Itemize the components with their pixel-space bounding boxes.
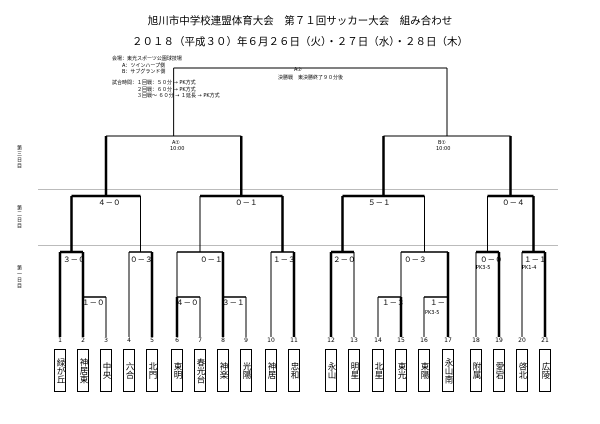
score-r1-1: １－０ [82, 298, 105, 307]
team-number: 8 [221, 337, 225, 344]
semi-court-b: B① [438, 140, 446, 146]
team-name: 緑が丘 [54, 349, 66, 392]
score-r1-5: １－ [430, 298, 445, 307]
team-name: 六合 [123, 349, 135, 392]
team-number: 7 [198, 337, 202, 344]
team-name: 神楽 [217, 349, 229, 392]
team-number: 1 [58, 337, 62, 344]
team-number: 20 [518, 337, 526, 344]
day-three-label: 第三日目 [16, 145, 22, 169]
team-name: 永山 [325, 349, 337, 392]
pk-r1-5: PK3-5 [425, 310, 440, 316]
score-r1-2: ４－０ [176, 298, 199, 307]
match-time-info: 試合時間：１回戦：５０分 → PK方式 ２回戦：６０分 → PK方式 ３回戦～ … [112, 80, 220, 99]
team-number: 16 [420, 337, 428, 344]
team-number: 6 [175, 337, 179, 344]
score-r2-1: ３－０ [63, 255, 86, 264]
score-r2-2: ０－３ [130, 255, 153, 264]
team-number: 10 [267, 337, 275, 344]
team-name: 神居東 [77, 349, 89, 392]
score-r2-7: ０－０ [480, 255, 503, 264]
score-r2-6: ０－３ [404, 255, 427, 264]
team-name: 東光 [395, 349, 407, 392]
team-name: 永山南 [442, 349, 454, 392]
semi-time-a: 10:00 [170, 146, 185, 152]
score-r1-3: ３－１ [222, 298, 245, 307]
team-name: 東陽 [418, 349, 430, 392]
team-name: 愛宕 [493, 349, 505, 392]
score-r2-3: ０－１ [200, 255, 223, 264]
team-name: 春光台 [194, 349, 206, 392]
score-r2-8: １－１ [524, 255, 547, 264]
score-r3-1: ４－０ [98, 198, 121, 207]
team-number: 9 [244, 337, 248, 344]
team-number: 11 [290, 337, 298, 344]
venue-info: 会場：東光スポーツ公園球技場 A：ツインハープ側 B：サブグランド側 [112, 56, 182, 75]
team-name: 神居 [265, 349, 277, 392]
semi-court-a: A① [172, 140, 180, 146]
pk-r2-7: PK3-5 [476, 265, 491, 271]
team-name: 明星 [348, 349, 360, 392]
team-number: 12 [327, 337, 335, 344]
team-number: 4 [127, 337, 131, 344]
day-divider [38, 245, 558, 246]
team-number: 17 [444, 337, 452, 344]
score-r3-3: ５－１ [368, 198, 391, 207]
team-number: 13 [350, 337, 358, 344]
team-number: 2 [81, 337, 85, 344]
team-number: 18 [472, 337, 480, 344]
team-name: 忠和 [288, 349, 300, 392]
final-court: A② [294, 67, 302, 73]
team-name: 北星 [372, 349, 384, 392]
final-note: 決勝戦 東決勝終了９０分後 [278, 75, 344, 81]
team-name: 広陵 [539, 349, 551, 392]
team-name: 東明 [171, 349, 183, 392]
team-name: 附属 [470, 349, 482, 392]
day-divider [38, 189, 558, 190]
team-number: 14 [374, 337, 382, 344]
semi-time-b: 10:00 [436, 146, 451, 152]
team-name: 啓北 [516, 349, 528, 392]
day-one-label: 第一日目 [16, 265, 22, 289]
pk-r2-8: PK1-4 [522, 265, 537, 271]
score-r3-2: ０－１ [235, 198, 258, 207]
score-r2-4: １－３ [273, 255, 296, 264]
team-number: 3 [104, 337, 108, 344]
tournament-dates: ２０１８（平成３０）年６月２６日（火）・２７日（水）・２８日（木） [132, 36, 468, 48]
day-two-label: 第二日目 [16, 205, 22, 229]
score-r3-4: ０－４ [502, 198, 525, 207]
team-number: 21 [541, 337, 549, 344]
score-r1-4: １－３ [382, 298, 405, 307]
team-name: 光陽 [240, 349, 252, 392]
team-number: 5 [150, 337, 154, 344]
team-name: 北門 [146, 349, 158, 392]
score-r2-5: ２－０ [333, 255, 356, 264]
team-name: 中央 [100, 349, 112, 392]
team-number: 15 [397, 337, 405, 344]
team-number: 19 [495, 337, 503, 344]
page-title: 旭川市中学校連盟体育大会 第７１回サッカー大会 組み合わせ [147, 15, 453, 27]
